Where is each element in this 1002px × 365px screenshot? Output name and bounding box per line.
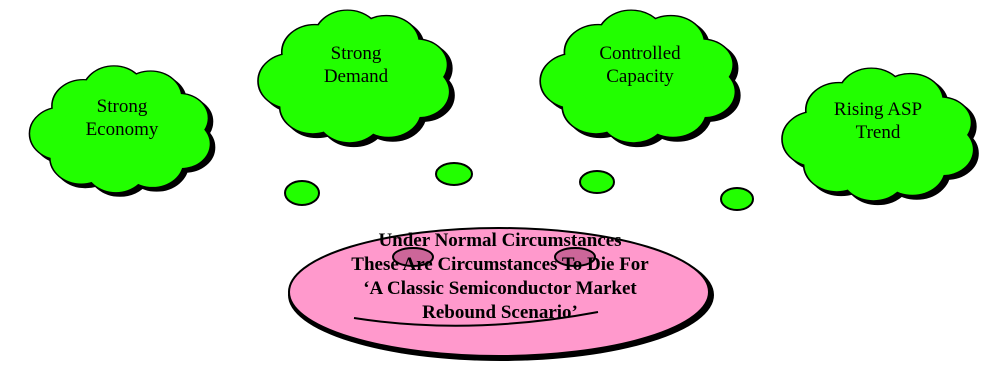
cloud-label-controlled-capacity: Controlled Capacity (570, 42, 710, 88)
cloud-label-line: Economy (85, 119, 159, 140)
thought-bubble-1 (284, 180, 320, 206)
smiley-face (288, 227, 714, 361)
cloud-label-line: Controlled (599, 43, 681, 64)
face-caption-line: Rebound Scenario’ (422, 302, 578, 323)
cloud-label-line: Strong (96, 96, 148, 117)
cloud-label-line: Rising ASP (833, 99, 923, 120)
face-caption-line: Under Normal Circumstances (378, 230, 622, 251)
left-eye (392, 247, 434, 267)
cloud-label-strong-economy: Strong Economy (52, 95, 192, 141)
thought-bubble-2 (435, 162, 473, 186)
cloud-label-line: Strong (330, 43, 382, 64)
thought-bubble-4 (720, 187, 754, 211)
cloud-label-line: Trend (855, 122, 901, 143)
smile-mouth (353, 311, 599, 327)
right-eye (554, 247, 596, 267)
face-caption-line: ‘A Classic Semiconductor Market (363, 278, 637, 299)
cloud-label-rising-asp-trend: Rising ASP Trend (808, 98, 948, 144)
face-caption: Under Normal Circumstances These Are Cir… (300, 229, 700, 325)
thought-bubble-3 (579, 170, 615, 194)
face-caption-line: These Are Circumstances To Die For (351, 254, 649, 275)
cloud-label-line: Capacity (606, 66, 674, 87)
cloud-label-strong-demand: Strong Demand (286, 42, 426, 88)
cloud-label-line: Demand (323, 66, 389, 87)
